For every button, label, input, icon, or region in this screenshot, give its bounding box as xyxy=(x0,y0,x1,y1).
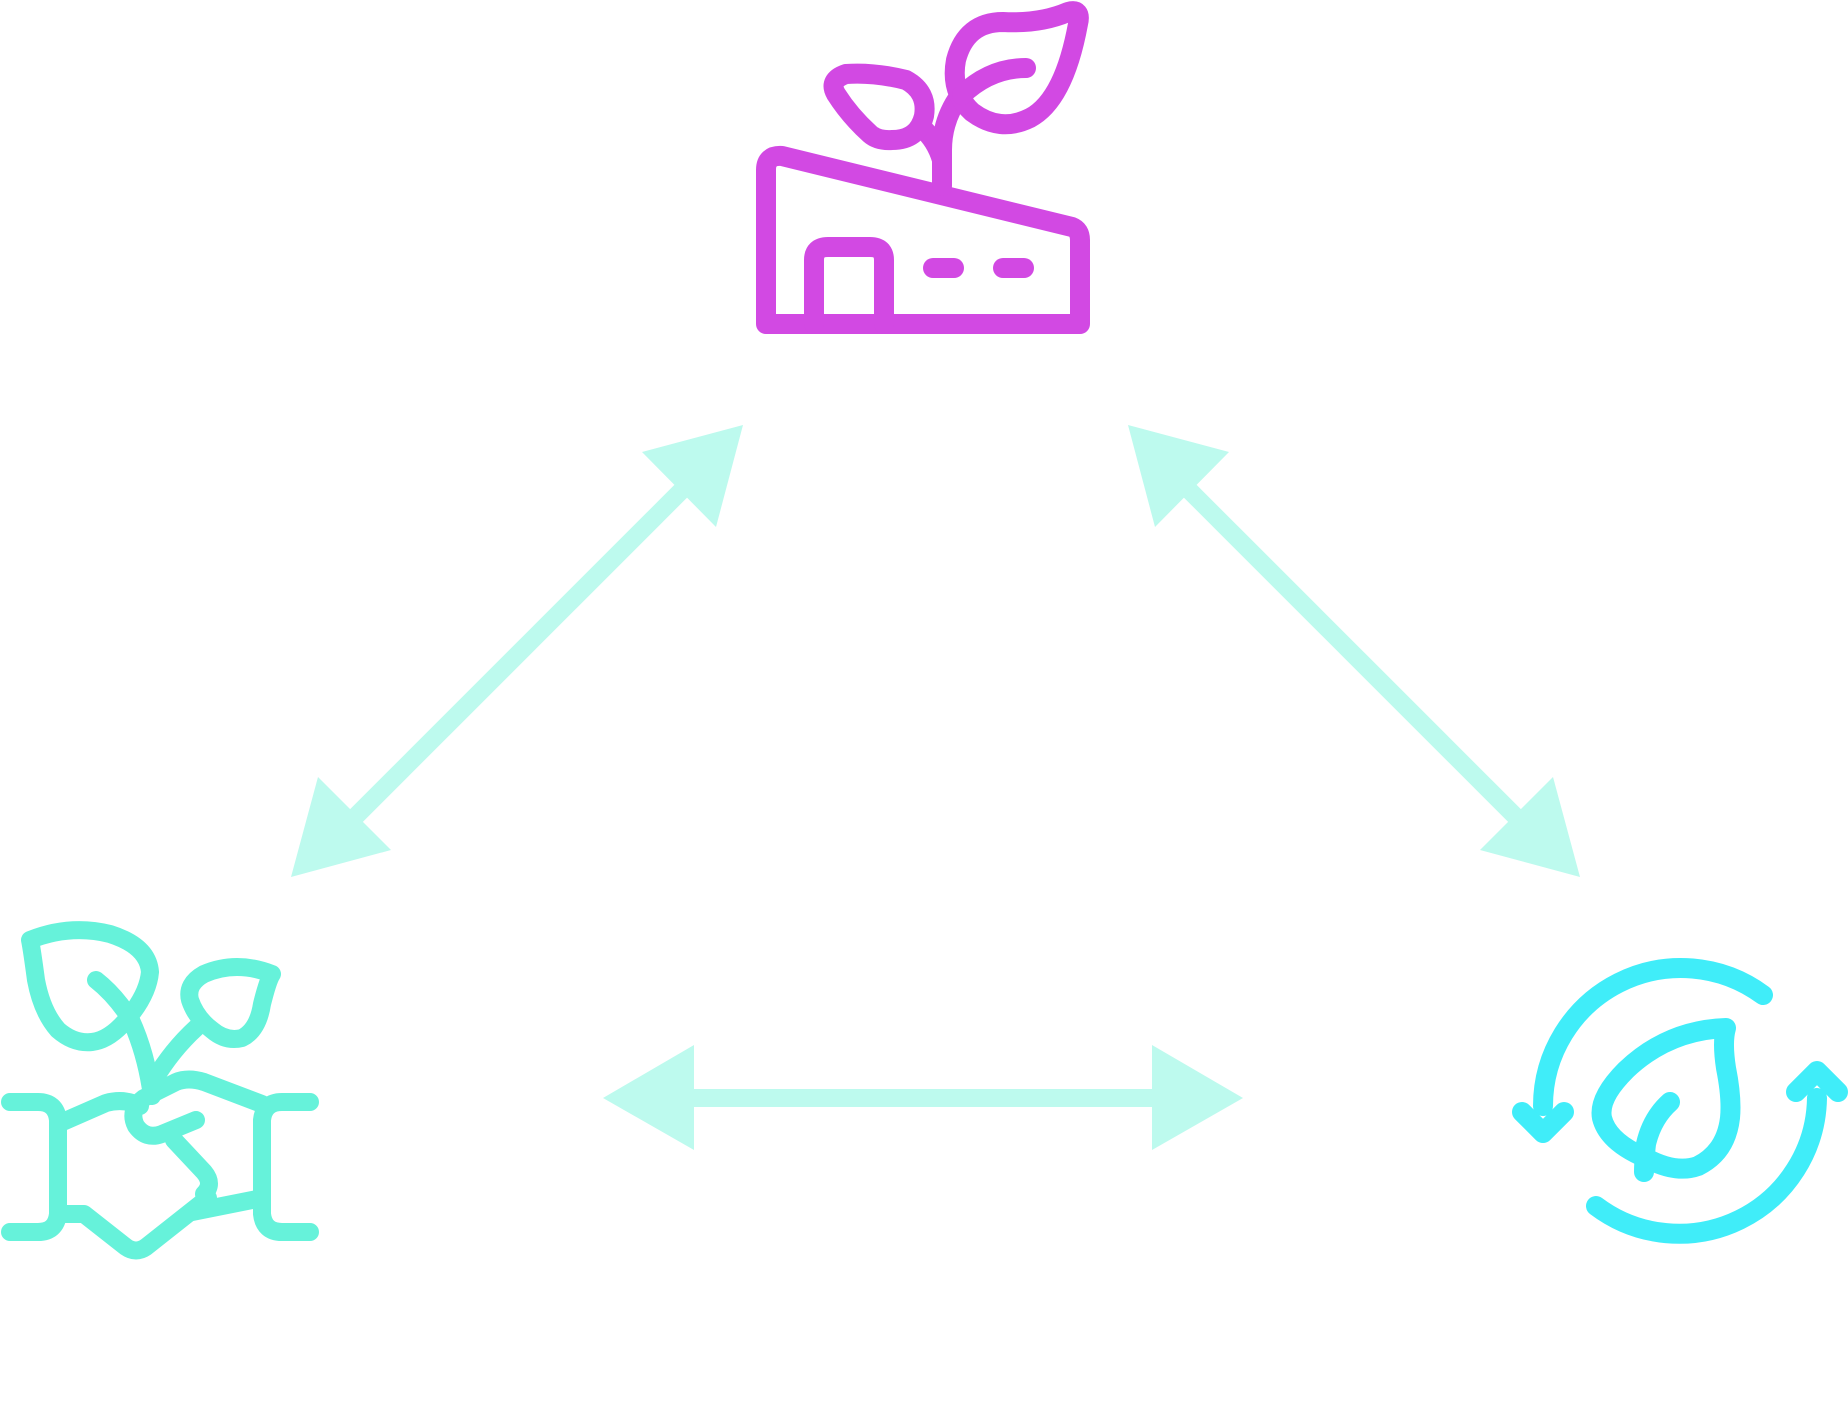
arrowhead-up xyxy=(1128,425,1229,527)
recycle-arc-top xyxy=(1533,958,1773,1116)
right-fingers xyxy=(165,1131,218,1203)
arrow-shaft xyxy=(340,482,690,832)
left-hand-bottom xyxy=(49,1189,217,1260)
factory-building xyxy=(756,145,1090,334)
arrow-factory-partnership xyxy=(291,425,743,877)
arrowhead-down xyxy=(1480,777,1580,877)
recycle-arc-bottom xyxy=(1586,1088,1827,1244)
arrowhead-left xyxy=(603,1045,694,1150)
recycle-arrow-down xyxy=(1512,1102,1574,1143)
factory-door xyxy=(804,237,894,334)
arrow-shaft xyxy=(1181,482,1531,832)
leaf xyxy=(1591,1018,1741,1179)
arrow-partnership-cycle xyxy=(603,1045,1243,1150)
right-wrist xyxy=(183,1189,271,1221)
recycle-arrow-up xyxy=(1786,1061,1848,1102)
recycle-leaf-icon xyxy=(1512,958,1848,1244)
right-cuff xyxy=(253,1093,319,1241)
leaf-left-vein xyxy=(87,971,139,1027)
leaf-right xyxy=(180,958,281,1048)
handshake-plants-icon xyxy=(1,921,319,1260)
arrowhead-right xyxy=(1152,1045,1243,1150)
arrowhead-down xyxy=(291,777,391,877)
leaf-left xyxy=(823,63,935,151)
stem-right xyxy=(145,1019,205,1089)
arrowhead-up xyxy=(642,425,743,527)
right-hand xyxy=(124,1070,271,1145)
leaf-right xyxy=(944,1,1089,135)
arrow-factory-cycle xyxy=(1128,425,1580,877)
eco-factory-icon xyxy=(756,1,1090,334)
leaf-left xyxy=(21,921,159,1052)
leaf-right-vein xyxy=(952,58,1036,105)
left-cuff xyxy=(1,1093,67,1241)
leaf-vein xyxy=(1634,1092,1680,1182)
